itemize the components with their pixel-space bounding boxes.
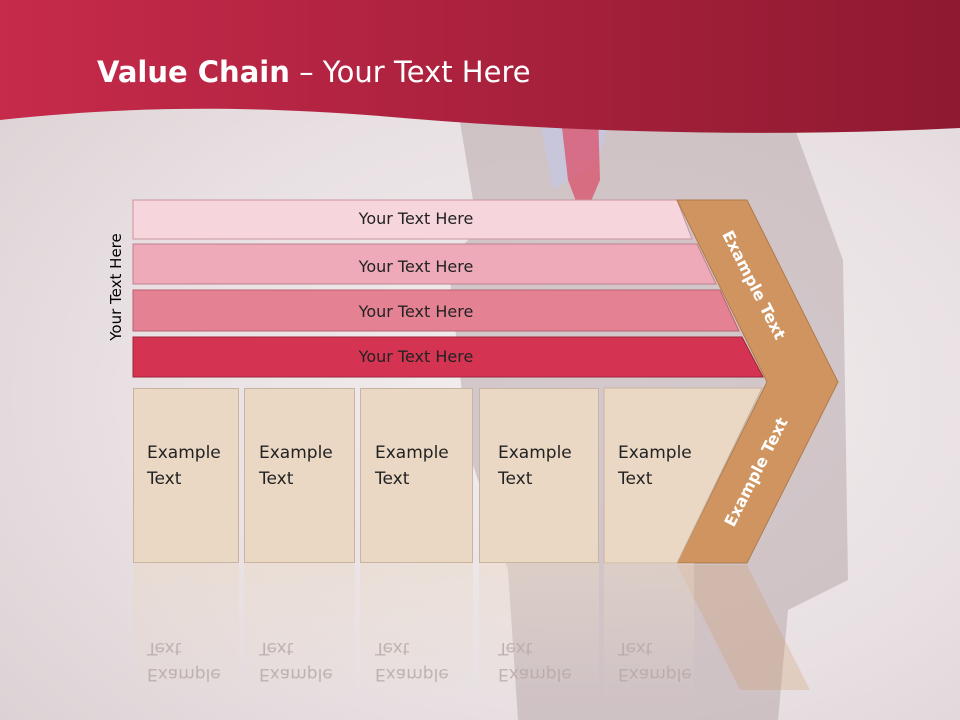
box-4-reflection (479, 563, 599, 703)
box-2-reflection (244, 563, 355, 703)
box-5-reflection (604, 563, 694, 703)
bar-1-label: Your Text Here (358, 209, 474, 228)
bar-2 (132, 243, 717, 285)
chevron-arrow (676, 199, 839, 564)
bar-4 (132, 336, 764, 378)
box-3-reflection (360, 563, 473, 703)
box-2 (244, 388, 355, 563)
bar-4-label: Your Text Here (358, 347, 474, 366)
bar-3 (132, 289, 740, 332)
bar-1 (132, 199, 693, 240)
header-banner (0, 0, 960, 133)
bar-3-label: Your Text Here (358, 302, 474, 321)
box-1-reflection (133, 563, 239, 703)
chevron-reflection (677, 565, 810, 690)
box-5-shape (603, 387, 763, 564)
box-4 (479, 388, 599, 563)
box-3 (360, 388, 473, 563)
page-title: Value Chain – Your Text Here (97, 55, 531, 89)
box-1 (133, 388, 239, 563)
bar-2-label: Your Text Here (358, 257, 474, 276)
